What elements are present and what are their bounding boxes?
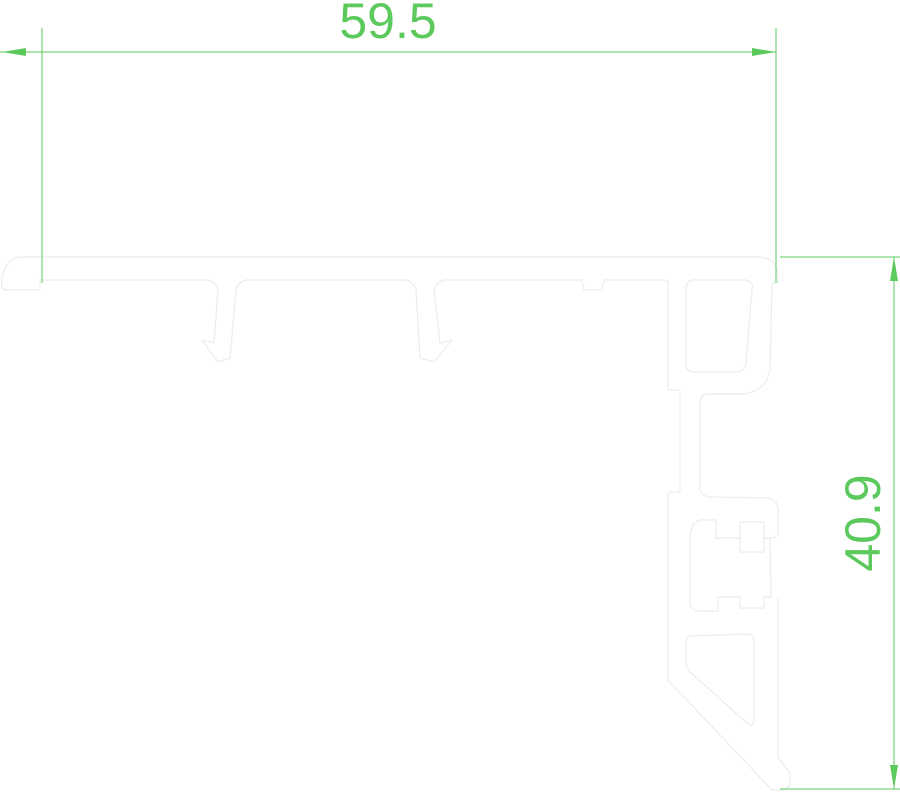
profile-lower-leg [0,256,791,791]
width-arrow-right [752,48,776,56]
width-arrow-left [2,48,26,56]
height-dimension-label: 40.9 [835,474,891,571]
profile-outer-outline [20,256,779,612]
width-dimension: 59.5 [0,0,777,283]
profile-upper-chamber [685,279,753,373]
profile-lower-chamber [685,633,755,726]
height-arrow-bottom [890,765,898,789]
height-arrow-top [890,257,898,281]
width-dimension-label: 59.5 [339,0,436,49]
profile-mid-chamber [699,393,742,490]
height-dimension: 40.9 [780,256,900,790]
profile-section [0,256,791,791]
